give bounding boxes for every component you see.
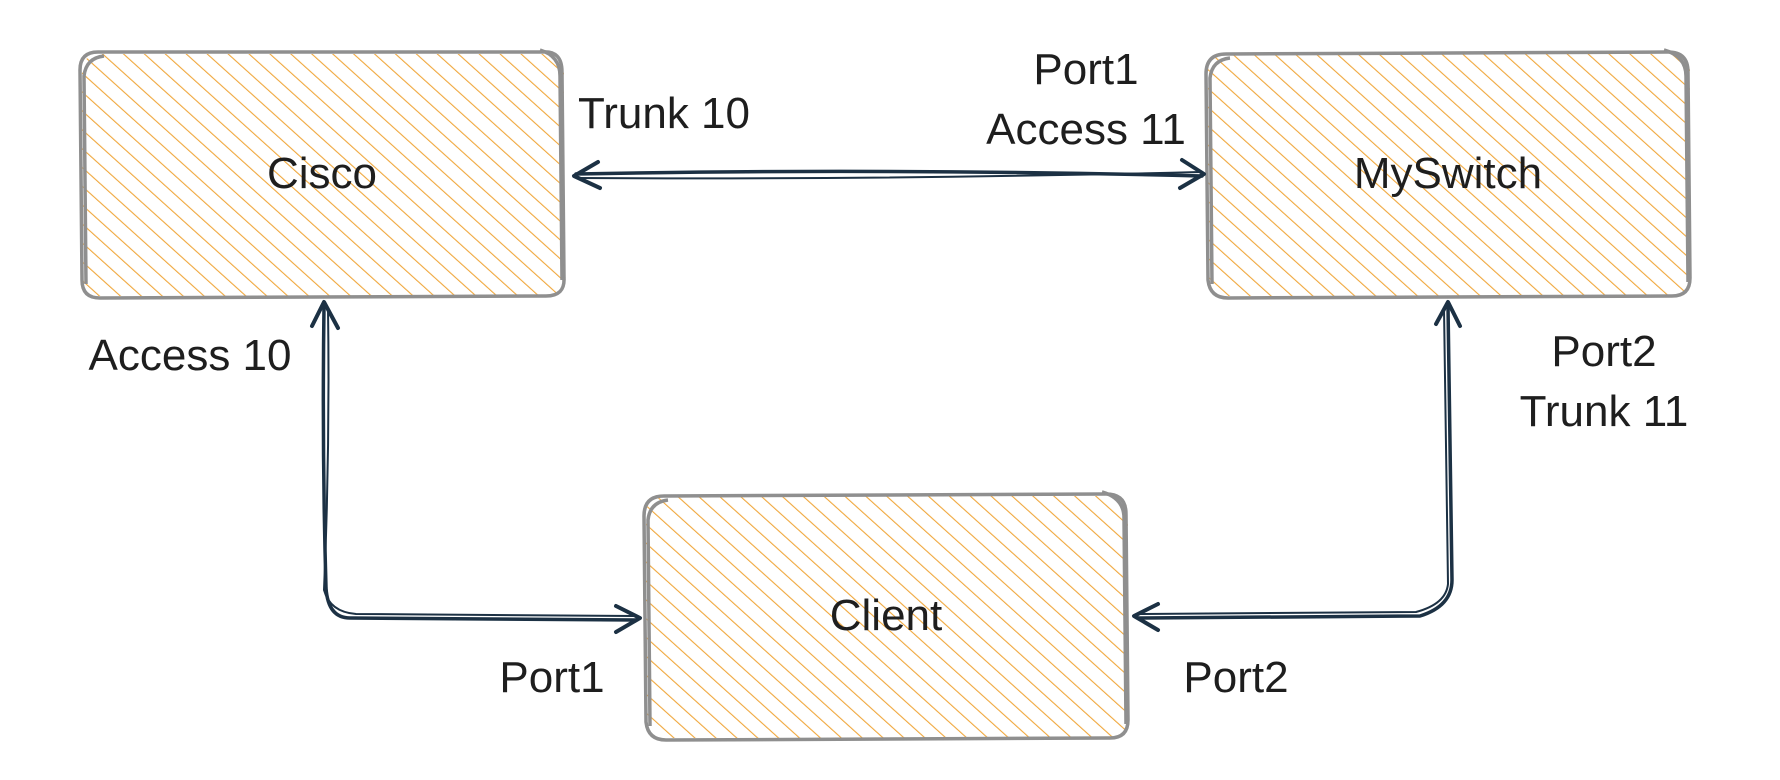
edge-label-access-11: Access 11 bbox=[986, 105, 1186, 154]
node-myswitch-fill bbox=[1208, 54, 1690, 296]
node-client-fill bbox=[646, 496, 1128, 738]
edge-myswitch-client[interactable]: Port2 Trunk 11 Port2 bbox=[1132, 300, 1689, 702]
edge-label-port1-client: Port1 bbox=[499, 653, 604, 702]
node-myswitch[interactable]: MySwitch bbox=[1204, 48, 1692, 300]
edge-label-trunk-11: Trunk 11 bbox=[1520, 387, 1689, 436]
node-myswitch-outline-sketch bbox=[1208, 48, 1690, 285]
edge-cisco-client-arrowhead-cisco bbox=[310, 300, 340, 330]
node-cisco-outline bbox=[78, 50, 566, 300]
node-client[interactable]: Client bbox=[642, 490, 1130, 742]
node-client-outline bbox=[642, 492, 1130, 742]
node-client-outline-sketch bbox=[646, 490, 1128, 727]
node-myswitch-outline bbox=[1204, 50, 1692, 300]
edge-label-port1-myswitch: Port1 bbox=[1033, 45, 1138, 94]
edge-cisco-client-line-sketch bbox=[322, 307, 635, 617]
edge-cisco-myswitch-line-sketch bbox=[577, 171, 1201, 180]
edge-myswitch-client-line bbox=[1136, 304, 1454, 620]
edge-label-trunk-10: Trunk 10 bbox=[578, 89, 750, 138]
node-cisco-outline-sketch bbox=[82, 48, 564, 285]
edge-myswitch-client-arrowhead-myswitch bbox=[1434, 300, 1462, 328]
edge-myswitch-client-line-sketch bbox=[1139, 307, 1450, 615]
node-cisco[interactable]: Cisco bbox=[78, 48, 566, 300]
node-myswitch-label: MySwitch bbox=[1354, 149, 1542, 198]
edge-label-access-10: Access 10 bbox=[89, 331, 292, 380]
edge-cisco-client[interactable]: Access 10 Port1 bbox=[89, 300, 642, 702]
edge-cisco-client-line bbox=[321, 304, 638, 622]
edge-label-port2-myswitch: Port2 bbox=[1551, 327, 1656, 376]
edge-cisco-myswitch[interactable]: Trunk 10 Port1 Access 11 bbox=[572, 45, 1206, 190]
node-cisco-fill bbox=[82, 54, 564, 296]
node-client-label: Client bbox=[830, 591, 943, 640]
edge-cisco-myswitch-arrowhead-cisco bbox=[572, 160, 602, 190]
edge-cisco-myswitch-arrowhead-myswitch bbox=[1178, 158, 1206, 190]
edge-cisco-client-arrowhead-client bbox=[614, 604, 642, 634]
node-cisco-label: Cisco bbox=[267, 149, 377, 198]
edge-label-port2-client: Port2 bbox=[1183, 653, 1288, 702]
edge-myswitch-client-arrowhead-client bbox=[1132, 602, 1160, 632]
